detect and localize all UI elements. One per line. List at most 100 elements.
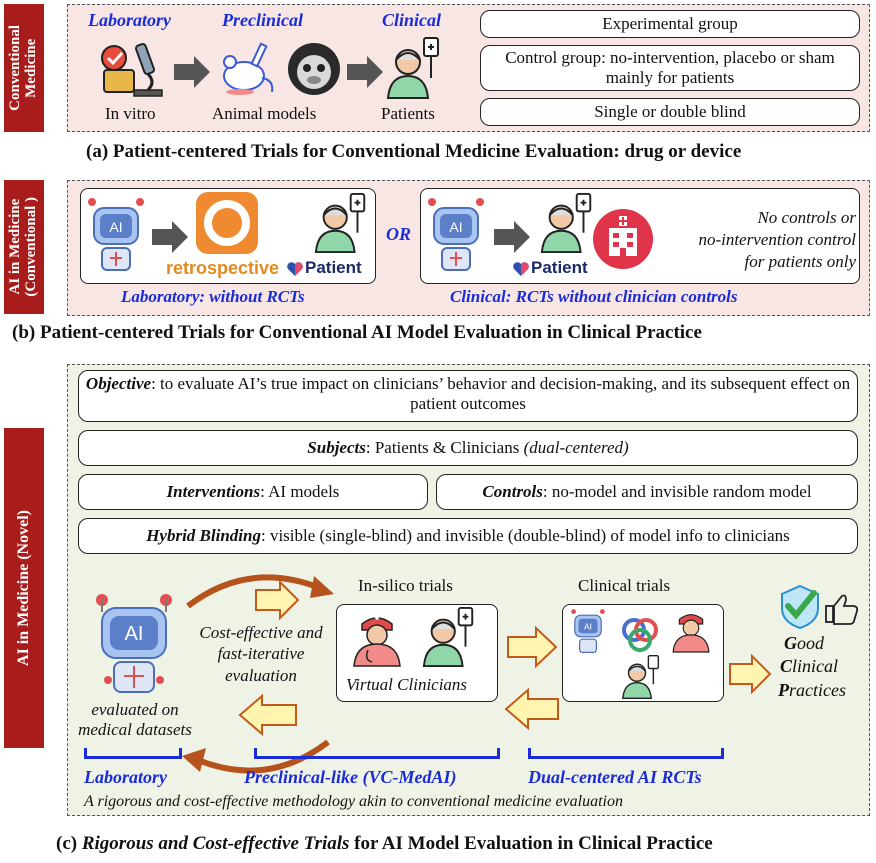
evaluated-on-label: evaluated on medical datasets	[78, 700, 192, 739]
stage-preclinical-c: Preclinical-like (VC-MedAI)	[244, 767, 457, 787]
subjects-box: Subjects: Patients & Clinicians (dual-ce…	[78, 430, 858, 466]
blinding-key: Hybrid Blinding	[146, 525, 261, 545]
footnote-c: A rigorous and cost-effective methodolog…	[84, 793, 623, 810]
note-line-1: No controls or	[757, 208, 856, 227]
subjects-note: (dual-centered)	[523, 437, 629, 457]
stage-rct-c: Dual-centered AI RCTs	[528, 767, 702, 787]
good-clinical-practices: Good Clinical Practices	[778, 632, 846, 702]
retrospective-wordmark: retrospective	[166, 258, 280, 278]
curved-arrow-bottom	[182, 739, 330, 774]
patient-icon	[422, 607, 474, 667]
arrow-right-icon	[494, 221, 530, 253]
caption-c: (c) Rigorous and Cost-effective Trials f…	[56, 833, 713, 855]
sidebar-conventional-medicine: Conventional Medicine	[4, 4, 44, 132]
cost-effective-label: Cost-effective and fast-iterative evalua…	[199, 623, 323, 685]
heart-icon	[513, 262, 529, 276]
sidebar-ai-conventional: AI in Medicine (Conventional )	[4, 180, 44, 314]
experimental-group-box: Experimental group	[480, 10, 860, 38]
sidebar-ai-novel-label: AI in Medicine (Novel)	[14, 510, 32, 666]
patients-label: Patients	[381, 104, 435, 123]
blinding-text: : visible (single-blind) and invisible (…	[260, 525, 790, 545]
yellow-arrow-right-icon	[255, 580, 300, 620]
sidebar-ai-conventional-label: AI in Medicine (Conventional )	[7, 197, 39, 297]
doctor-icon	[353, 616, 401, 667]
yellow-arrow-right-icon	[507, 626, 558, 668]
control-group-box: Control group: no-intervention, placebo …	[480, 45, 860, 91]
ai-robot-text: AI	[449, 219, 462, 235]
patient-icon	[622, 654, 660, 699]
gcp-practices: ractices	[789, 679, 846, 700]
gcp-clinical: linical	[792, 656, 839, 677]
objective-text: : to evaluate AI’s true impact on clinic…	[151, 374, 851, 414]
insilico-title: In-silico trials	[358, 576, 453, 595]
gcp-c: C	[780, 656, 793, 677]
arrow-right-icon	[152, 221, 188, 253]
stage-laboratory-label: Laboratory	[88, 10, 171, 30]
blinding-box-c: Hybrid Blinding: visible (single-blind) …	[78, 518, 858, 554]
interventions-box: Interventions: AI models	[78, 474, 428, 510]
doctor-icon	[672, 614, 710, 653]
microscope-icon	[101, 43, 163, 97]
bracket-rct	[528, 748, 724, 759]
lab-mouse-icon	[223, 42, 274, 95]
objective-box: Objective: to evaluate AI’s true impact …	[78, 370, 858, 422]
yellow-arrow-right-icon	[729, 654, 772, 694]
hospital-icon	[593, 209, 653, 269]
subjects-key: Subjects	[307, 437, 366, 457]
ai-robot-text: AI	[125, 623, 144, 645]
curved-arrow-top	[186, 574, 334, 609]
sidebar-conventional-medicine-label: Conventional Medicine	[7, 25, 39, 111]
gcp-good: ood	[797, 633, 824, 653]
blinding-box: Single or double blind	[480, 98, 860, 126]
ai-robot-icon: AI	[96, 594, 172, 693]
stage-clinical-label: Clinical	[382, 10, 442, 30]
ai-robot-icon: AI	[88, 198, 144, 271]
gcp-g: G	[784, 633, 797, 653]
ai-robot-icon: AI	[571, 609, 605, 653]
arrow-right-icon	[174, 56, 210, 88]
monkey-icon	[288, 43, 340, 95]
bracket-preclinical	[254, 748, 500, 759]
stage-preclinical-label: Preclinical	[222, 10, 303, 30]
patient-icon	[386, 37, 439, 99]
caption-b: (b) Patient-centered Trials for Conventi…	[12, 322, 702, 343]
patient-icon	[314, 193, 366, 253]
ai-robot-text: AI	[584, 622, 592, 632]
lab-without-rct-label: Laboratory: without RCTs	[121, 287, 305, 306]
caption-c-italic: Rigorous and Cost-effective Trials	[81, 833, 350, 854]
caption-c-prefix: (c)	[56, 833, 82, 854]
patient-icon	[540, 193, 592, 253]
note-line-3: for patients only	[744, 252, 856, 271]
interventions-key: Interventions	[166, 481, 261, 501]
arrow-right-icon	[347, 56, 383, 88]
gcp-p: P	[778, 679, 789, 700]
retrospective-logo-icon	[196, 192, 258, 254]
caption-a: (a) Patient-centered Trials for Conventi…	[86, 141, 742, 162]
controls-box: Controls: no-model and invisible random …	[436, 474, 858, 510]
yellow-arrow-left-icon	[504, 688, 559, 730]
clinical-rct-label: Clinical: RCTs without clinician control…	[450, 287, 738, 306]
sidebar-ai-novel: AI in Medicine (Novel)	[4, 428, 44, 748]
animal-models-label: Animal models	[212, 104, 317, 123]
interventions-text: : AI models	[260, 481, 340, 501]
or-label: OR	[386, 224, 412, 244]
stage-laboratory-c: Laboratory	[84, 767, 167, 787]
subjects-text: : Patients & Clinicians	[365, 437, 524, 457]
virtual-clinicians-label: Virtual Clinicians	[346, 675, 468, 694]
controls-key: Controls	[482, 481, 543, 501]
ai-robot-icon: AI	[428, 198, 484, 271]
objective-key: Objective	[85, 374, 152, 393]
ai-robot-text: AI	[109, 219, 122, 235]
invitro-label: In vitro	[105, 104, 156, 123]
patient-brand-1: Patient	[305, 258, 362, 277]
heart-icon	[287, 262, 303, 276]
caption-c-rest: for AI Model Evaluation in Clinical Prac…	[349, 833, 713, 854]
check-badge-icon	[781, 584, 819, 630]
clinical-trials-title: Clinical trials	[578, 576, 671, 595]
yellow-arrow-left-icon	[238, 694, 297, 736]
controls-text: : no-model and invisible random model	[542, 481, 812, 501]
patient-brand-2: Patient	[531, 258, 588, 277]
note-line-2: no-intervention control	[698, 230, 856, 249]
bracket-laboratory	[84, 748, 182, 759]
interlocking-rings-icon	[622, 618, 658, 652]
